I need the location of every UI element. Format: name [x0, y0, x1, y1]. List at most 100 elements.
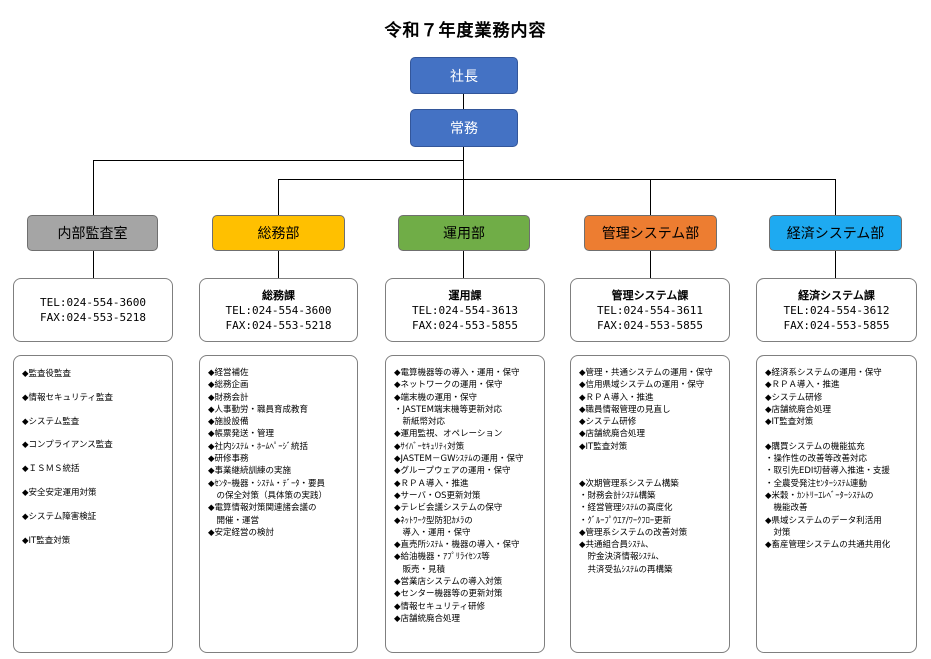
duty-item: ◆端末機の運用・保守 [394, 392, 478, 403]
duties-operations: ◆電算機器等の導入・運用・保守◆ネットワークの運用・保守◆端末機の運用・保守・J… [385, 355, 545, 653]
tel-number: TEL:024-554-3611 [597, 303, 703, 317]
duties-economic-systems: ◆経済系システムの運用・保守◆ＲＰＡ導入・推進◆システム研修◆店舗統廃合処理◆I… [756, 355, 917, 653]
tel-number: TEL:024-554-3600 [40, 296, 146, 309]
duties-general-affairs: ◆経営補佐◆総務企画◆財務会計◆人事勤労・職員育成教育◆施設設備◆帳票発送・管理… [199, 355, 358, 653]
duty-item [579, 453, 725, 465]
duty-item: 新紙幣対応 [394, 417, 446, 428]
duty-item: ・財務会計ｼｽﾃﾑ構築 [579, 490, 656, 501]
duty-item: ・全農受発注ｾﾝﾀｰｼｽﾃﾑ連動 [765, 478, 868, 489]
duty-item: 開催・運営 [208, 515, 260, 526]
contact-economic-systems: 経済システム課 TEL:024-554-3612 FAX:024-553-585… [756, 278, 917, 342]
duty-item: ◆営業店システムの導入対策 [394, 577, 503, 588]
duty-item: ◆人事勤労・職員育成教育 [208, 404, 309, 415]
duty-item: ◆職員情報管理の見直し [579, 404, 671, 415]
duty-item: ◆サーバ・OS更新対策 [394, 490, 481, 501]
duty-item: ◆センター機器等の更新対策 [394, 589, 503, 600]
section-name: 管理システム課 [611, 288, 689, 302]
duty-item: ◆信用県域システムの運用・保守 [579, 380, 705, 391]
connector [463, 147, 464, 179]
duty-item: ◆ﾈｯﾄﾜｰｸ型防犯ｶﾒﾗの [394, 515, 473, 526]
chart-title: 令和７年度業務内容 [384, 21, 547, 41]
fax-number: FAX:024-553-5218 [225, 318, 332, 332]
duty-item: ◆ＲＰＡ導入・推進 [579, 392, 654, 403]
section-name: 経済システム課 [798, 288, 875, 302]
dept-internal-audit: 内部監査室 [27, 215, 158, 251]
connector [835, 179, 836, 215]
duty-item: ◆ＲＰＡ導入・推進 [394, 478, 469, 489]
duty-item: ◆ＩＳＭＳ統括 [22, 464, 80, 475]
duty-item: ◆畜産管理システムの共通共用化 [765, 540, 891, 551]
duty-item: ◆電算情報対策関連諸会議の [208, 503, 317, 514]
duty-item: ◆経営補佐 [208, 368, 249, 378]
duty-item: ◆JASTEM－GWｼｽﾃﾑの運用・保守 [394, 454, 524, 465]
duty-item: 販売・見積 [394, 564, 446, 575]
tel-number: TEL:024-554-3612 [783, 303, 890, 317]
duty-item: ◆監査役監査 [22, 369, 72, 379]
dept-management-systems: 管理システム部 [584, 215, 717, 251]
duty-item: ◆テレビ会議システムの保守 [394, 503, 503, 514]
tel-number: TEL:024-554-3600 [225, 303, 332, 317]
duty-item [579, 465, 725, 477]
duty-item: ◆直売所ｼｽﾃﾑ・機器の導入・保守 [394, 540, 520, 551]
duty-item: ◆情報セキュリティ監査 [22, 392, 114, 403]
connector [93, 160, 464, 161]
duty-item: ・ｸﾞﾙｰﾌﾟｳｴｱ/ﾜｰｸﾌﾛｰ更新 [579, 515, 672, 526]
dept-operations: 運用部 [398, 215, 530, 251]
duty-item: 導入・運用・保守 [394, 527, 471, 538]
connector [93, 160, 94, 215]
duty-item: ◆システム障害検証 [22, 511, 97, 522]
duty-item: ◆店舗統廃合処理 [579, 429, 646, 440]
duty-item: ◆帳票発送・管理 [208, 429, 275, 440]
duty-item: ◆グループウェアの運用・保守 [394, 466, 511, 477]
connector [650, 179, 651, 215]
duty-item: ◆経済系システムの運用・保守 [765, 368, 882, 378]
connector [278, 179, 836, 180]
fax-number: FAX:024-553-5855 [412, 318, 518, 332]
fax-number: FAX:024-553-5218 [40, 311, 146, 324]
duty-item: ◆共通組合員ｼｽﾃﾑ、 [579, 540, 654, 551]
duty-item: ・操作性の改善等改善対応 [765, 454, 868, 465]
duty-item: ◆ＲＰＡ導入・推進 [765, 380, 840, 391]
duty-item: ◆安定経営の検討 [208, 527, 275, 538]
duty-item: ◆システム研修 [579, 417, 637, 428]
duties-internal-audit: ◆監査役監査 ◆情報セキュリティ監査 ◆システム監査 ◆コンプライアンス監査 ◆ＩＳＭＳ… [13, 355, 173, 653]
connector [835, 251, 836, 278]
duty-item: ◆財務会計 [208, 392, 249, 403]
duty-item: 貯金決済情報ｼｽﾃﾑ、 [579, 552, 665, 563]
fax-number: FAX:024-553-5855 [597, 318, 703, 332]
connector [463, 94, 464, 109]
duty-item: 共済受払ｼｽﾃﾑの再構築 [579, 564, 673, 575]
duty-item: ◆社内ｼｽﾃﾑ・ﾎｰﾑﾍﾟｰｼﾞ統括 [208, 441, 309, 452]
duty-item: の保全対策（具体策の実践） [208, 490, 328, 501]
tel-number: TEL:024-554-3613 [412, 303, 518, 317]
duty-item: ◆システム研修 [765, 392, 823, 403]
duty-item [765, 428, 912, 440]
duty-item: ◆安全安定運用対策 [22, 487, 97, 498]
dept-general-affairs: 総務部 [212, 215, 345, 251]
duty-item: ◆米穀・ｶﾝﾄﾘｰｴﾚﾍﾞｰﾀｰｼｽﾃﾑの [765, 490, 874, 501]
duty-item: ◆店舗統廃合処理 [765, 404, 832, 415]
duty-item: ◆情報セキュリティ研修 [394, 601, 486, 612]
duty-item: ・JASTEM端末機等更新対応 [394, 404, 502, 415]
duty-item: ◆ｻｲﾊﾞｰｾｷｭﾘﾃｨ対策 [394, 441, 465, 452]
duty-item: ◆システム監査 [22, 416, 80, 427]
contact-operations: 運用課 TEL:024-554-3613 FAX:024-553-5855 [385, 278, 545, 342]
duty-item: ◆コンプライアンス監査 [22, 440, 113, 451]
connector [93, 251, 94, 278]
duty-item: ◆次期管理系システム構築 [579, 478, 679, 489]
duty-item: ◆ｾﾝﾀｰ機器・ｼｽﾃﾑ・ﾃﾞｰﾀ・要員 [208, 478, 326, 489]
duty-item: ◆研修事務 [208, 454, 249, 465]
duty-item: ◆給油機器・ｱﾌﾟﾘﾗｲｾﾝｽ等 [394, 552, 490, 563]
duty-item: ◆事業継続訓練の実施 [208, 466, 292, 477]
contact-general-affairs: 総務課 TEL:024-554-3600 FAX:024-553-5218 [199, 278, 358, 342]
contact-internal-audit: TEL:024-554-3600 FAX:024-553-5218 [13, 278, 173, 342]
duty-item: ◆総務企画 [208, 380, 249, 391]
connector [278, 251, 279, 278]
contact-management-systems: 管理システム課 TEL:024-554-3611 FAX:024-553-585… [570, 278, 730, 342]
duty-item: ◆管理系システムの改善対策 [579, 527, 688, 538]
duty-item: ◆店舗統廃合処理 [394, 613, 461, 624]
duty-item: ◆ネットワークの運用・保守 [394, 380, 503, 391]
connector [463, 179, 464, 215]
dept-economic-systems: 経済システム部 [769, 215, 902, 251]
duty-item: ◆IT監査対策 [579, 441, 628, 452]
